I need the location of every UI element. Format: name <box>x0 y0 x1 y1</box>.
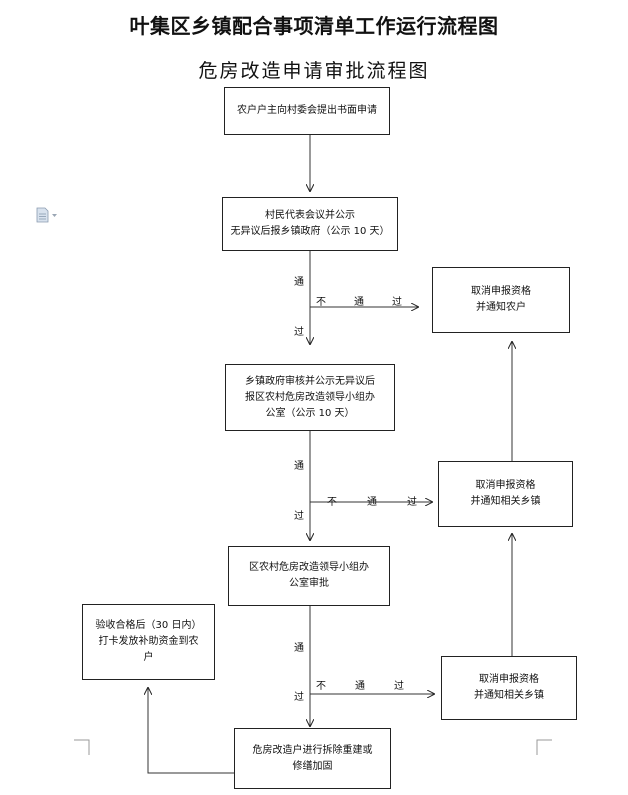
box-cancel-notify-farmer-line: 取消申报资格 <box>471 286 531 297</box>
box-cancel-notify-township-1-line: 并通知相关乡镇 <box>470 496 541 507</box>
fail-char: 过 <box>394 681 404 692</box>
box-district-approval-line: 区农村危房改造领导小组办 <box>249 562 369 573</box>
fail-char: 通 <box>367 497 377 508</box>
box-district-approval: 区农村危房改造领导小组办 公室审批 <box>228 546 390 606</box>
box-acceptance-subsidy: 验收合格后（30 日内） 打卡发放补助资金到农 户 <box>82 604 215 680</box>
page-title: 叶集区乡镇配合事项清单工作运行流程图 <box>129 14 499 38</box>
pass-label-top: 通 <box>294 277 304 288</box>
arrow-step5-step6 <box>148 688 234 774</box>
fail-label: 不 通 过 <box>316 293 402 308</box>
box-cancel-notify-farmer-line: 并通知农户 <box>476 302 526 313</box>
fail-char: 不 <box>316 681 326 692</box>
box-village-meeting: 村民代表会议并公示 无异议后报乡镇政府（公示 10 天） <box>222 197 398 251</box>
box-cancel-notify-township-2-line: 取消申报资格 <box>479 674 539 685</box>
box-acceptance-subsidy-line: 打卡发放补助资金到农 <box>98 636 199 647</box>
box-township-review-line: 公室（公示 10 天） <box>265 407 355 419</box>
document-icon[interactable] <box>35 207 59 223</box>
fail-char: 通 <box>355 681 365 692</box>
box-village-meeting-line: 无异议后报乡镇政府（公示 10 天） <box>230 226 390 237</box>
box-cancel-notify-township-1-line: 取消申报资格 <box>475 480 536 491</box>
box-acceptance-subsidy-line: 验收合格后（30 日内） <box>95 620 202 631</box>
fail-char: 通 <box>354 297 364 308</box>
fail-label: 不 通 过 <box>327 493 417 508</box>
page-corner-mark-right <box>536 739 552 755</box>
box-district-approval-line: 公室审批 <box>289 578 329 589</box>
box-township-review-line: 乡镇政府审核并公示无异议后 <box>245 375 375 387</box>
pass-label-bottom: 过 <box>294 327 304 338</box>
box-cancel-notify-farmer: 取消申报资格 并通知农户 <box>432 267 570 333</box>
box-apply: 农户户主向村委会提出书面申请 <box>224 87 390 135</box>
box-reconstruction-line: 危房改造户进行拆除重建或 <box>252 744 373 756</box>
box-village-meeting-line: 村民代表会议并公示 <box>265 210 355 221</box>
fail-label: 不 通 过 <box>316 677 404 692</box>
box-cancel-notify-township-1: 取消申报资格 并通知相关乡镇 <box>438 461 573 527</box>
box-cancel-notify-township-2-line: 并通知相关乡镇 <box>474 690 544 701</box>
pass-label-bottom: 过 <box>294 511 304 522</box>
pass-label-top: 通 <box>294 461 304 472</box>
fail-char: 不 <box>327 497 337 508</box>
flowchart-title: 危房改造申请审批流程图 <box>198 60 430 82</box>
box-acceptance-subsidy-line: 户 <box>143 652 154 663</box>
box-township-review: 乡镇政府审核并公示无异议后 报区农村危房改造领导小组办 公室（公示 10 天） <box>225 364 395 431</box>
fail-char: 过 <box>407 497 417 508</box>
page-corner-mark-left <box>74 739 90 755</box>
pass-label-top: 通 <box>294 643 304 654</box>
fail-char: 过 <box>392 297 402 308</box>
box-township-review-line: 报区农村危房改造领导小组办 <box>245 391 375 403</box>
box-apply-line: 农户户主向村委会提出书面申请 <box>237 105 377 116</box>
box-cancel-notify-township-2: 取消申报资格 并通知相关乡镇 <box>441 656 577 720</box>
box-reconstruction-line: 修缮加固 <box>292 760 333 772</box>
pass-label-bottom: 过 <box>294 692 304 703</box>
fail-char: 不 <box>316 297 326 308</box>
box-reconstruction: 危房改造户进行拆除重建或 修缮加固 <box>234 728 391 789</box>
